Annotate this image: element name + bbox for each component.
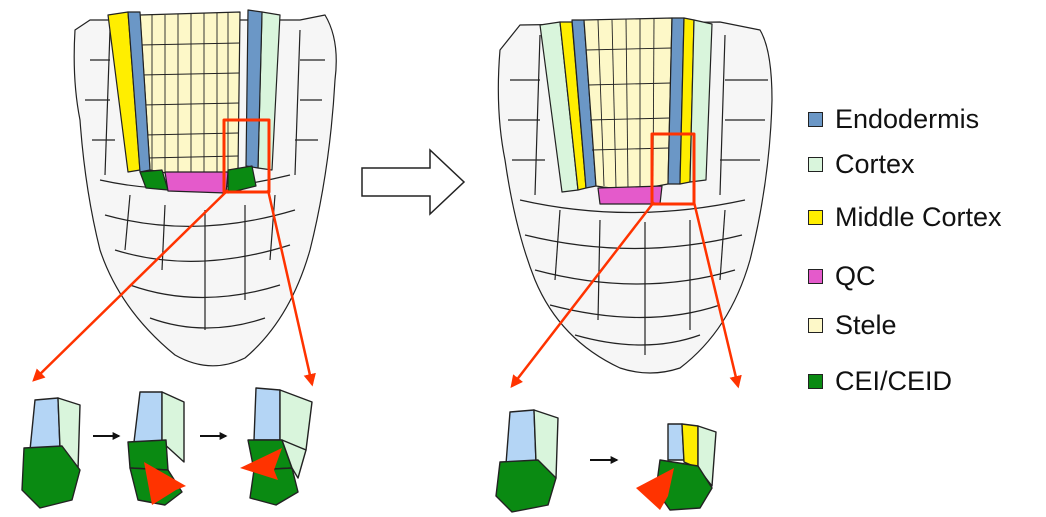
legend-swatch: [808, 112, 823, 127]
legend-item-stele: Stele: [808, 308, 897, 342]
root-left-qc: [165, 172, 228, 193]
transition-arrow: [362, 150, 464, 214]
legend-label: QC: [835, 261, 876, 292]
legend-swatch: [808, 157, 823, 172]
legend-item-endodermis: Endodermis: [808, 102, 979, 136]
legend-label: CEI/CEID: [835, 366, 952, 397]
detail-right-2: [636, 424, 716, 510]
legend-swatch: [808, 210, 823, 225]
legend-item-cei-ceid: CEI/CEID: [808, 364, 952, 398]
legend-swatch: [808, 318, 823, 333]
legend-swatch: [808, 269, 823, 284]
legend-item-qc: QC: [808, 259, 876, 293]
detail-left-1: [22, 398, 80, 508]
legend-label: Middle Cortex: [835, 202, 1002, 233]
root-right: [498, 18, 772, 373]
legend-label: Endodermis: [835, 104, 979, 135]
legend-item-cortex: Cortex: [808, 147, 915, 181]
detail-right-1: [496, 410, 558, 512]
legend-label: Stele: [835, 310, 897, 341]
detail-left-3: [240, 388, 312, 505]
legend-swatch: [808, 374, 823, 389]
detail-left-2: [128, 392, 186, 505]
legend-item-middle-cortex: Middle Cortex: [808, 200, 1002, 234]
legend-label: Cortex: [835, 149, 915, 180]
